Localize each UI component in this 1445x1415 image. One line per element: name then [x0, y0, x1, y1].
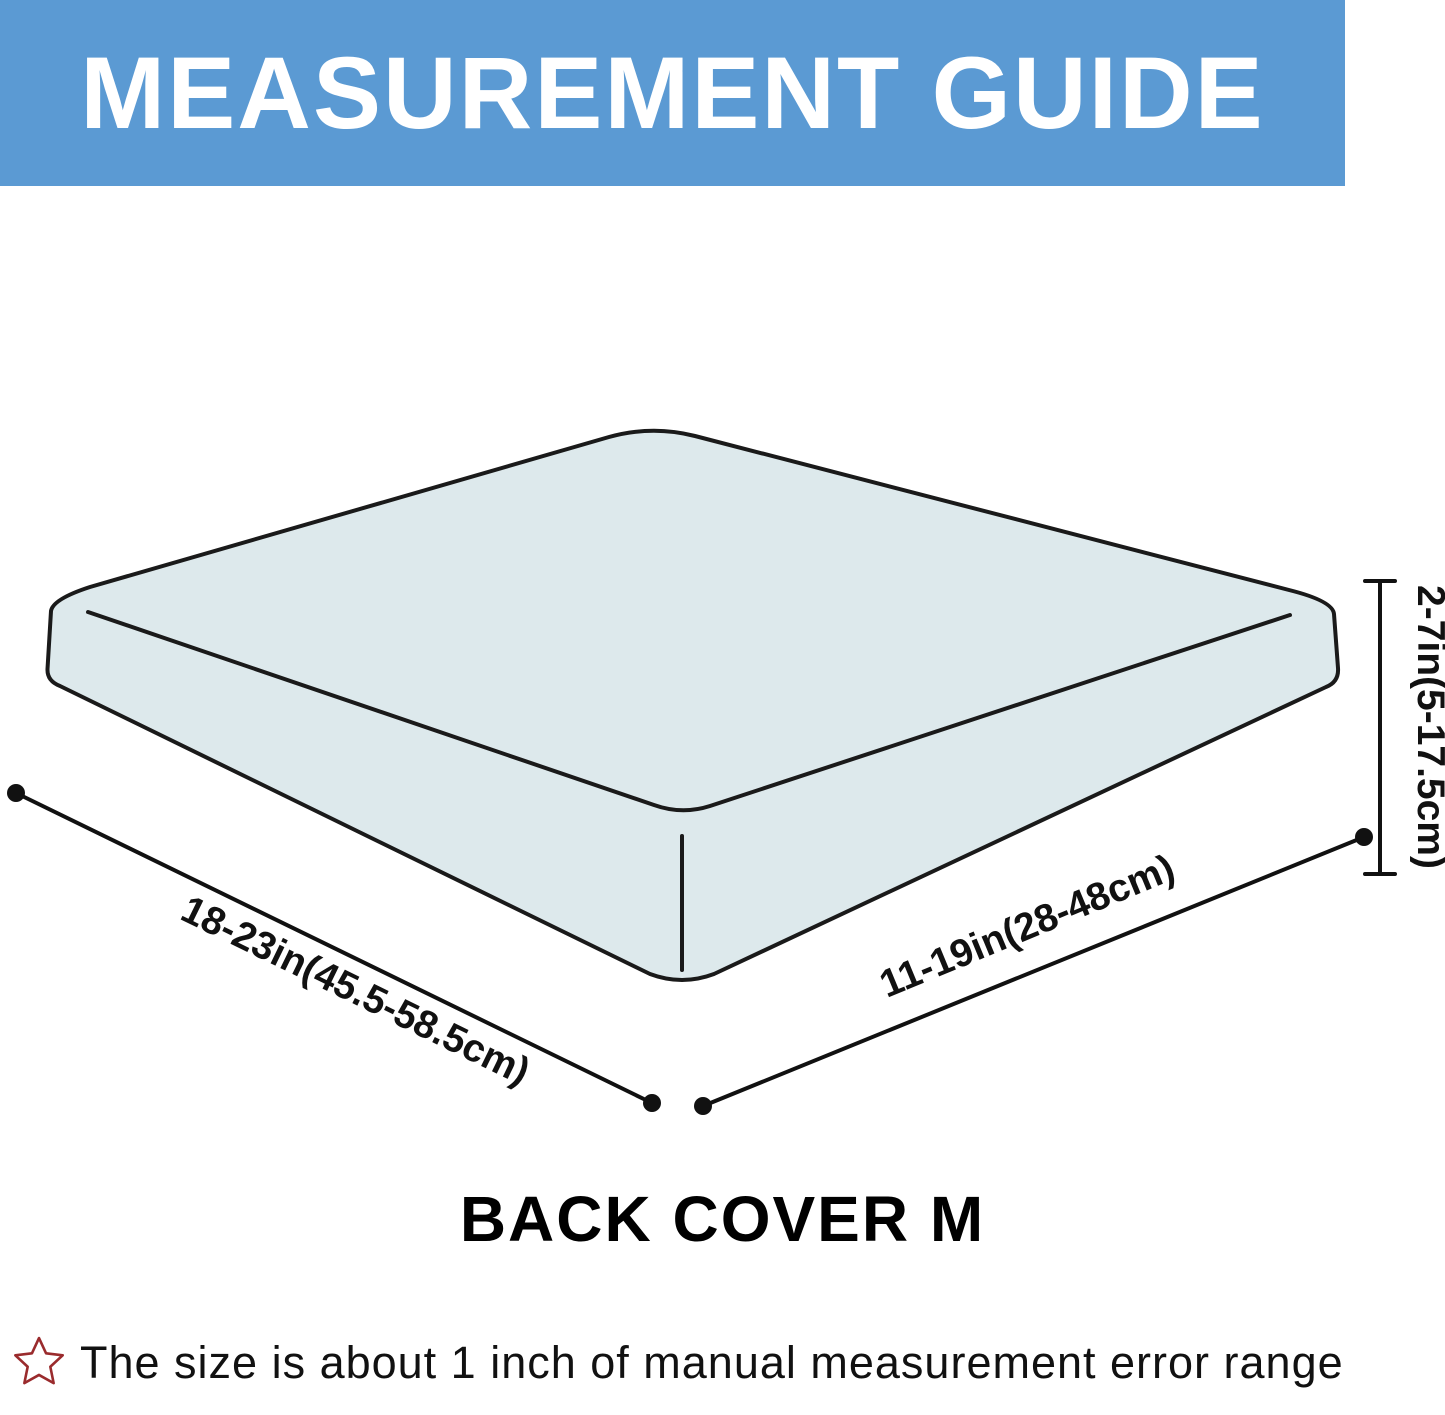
height-dimension: 2-7in(5-17.5cm): [1363, 579, 1445, 876]
cushion-illustration: [45, 428, 1341, 982]
endpoint-dot: [7, 784, 25, 802]
height-dimension-label: 2-7in(5-17.5cm): [1409, 585, 1445, 869]
page-title: MEASUREMENT GUIDE: [80, 35, 1265, 150]
cushion-body: [45, 428, 1341, 982]
footnote: The size is about 1 inch of manual measu…: [12, 1336, 1442, 1390]
depth-dimension-line: [701, 835, 1366, 1108]
footnote-text: The size is about 1 inch of manual measu…: [80, 1337, 1344, 1388]
cushion-top-edge: [86, 610, 1292, 813]
width-dimension-label: 18-23in(45.5-58.5cm): [175, 888, 537, 1094]
star-icon: [14, 1336, 64, 1385]
endpoint-dot: [643, 1094, 661, 1112]
diagram-caption: BACK COVER M: [459, 1183, 986, 1255]
endpoint-dot: [694, 1097, 712, 1115]
endpoint-dot: [1355, 828, 1373, 846]
banner: MEASUREMENT GUIDE: [0, 0, 1345, 186]
width-dimension-line: [14, 791, 654, 1105]
